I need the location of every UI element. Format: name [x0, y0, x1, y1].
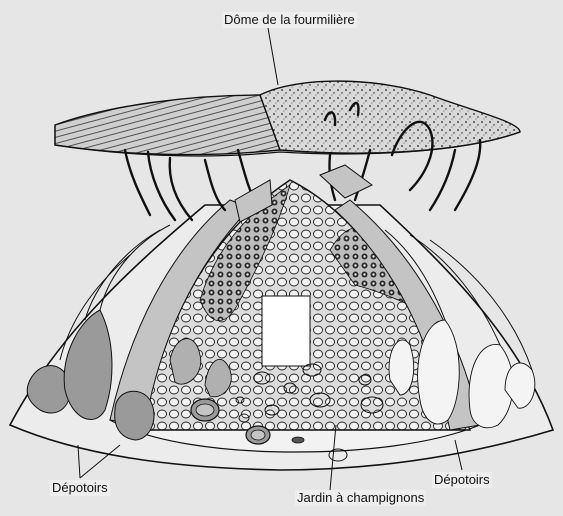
depotoirs-left-label: Dépotoirs — [50, 480, 110, 496]
left-depot-2 — [64, 310, 112, 420]
depotoirs-right-label: Dépotoirs — [432, 472, 492, 488]
dome-left-half — [55, 95, 280, 155]
jardin-label: Jardin à champignons — [295, 490, 426, 506]
left-depot-3 — [115, 391, 154, 440]
central-opening — [262, 296, 310, 366]
dome-label: Dôme de la fourmilière — [222, 12, 357, 28]
